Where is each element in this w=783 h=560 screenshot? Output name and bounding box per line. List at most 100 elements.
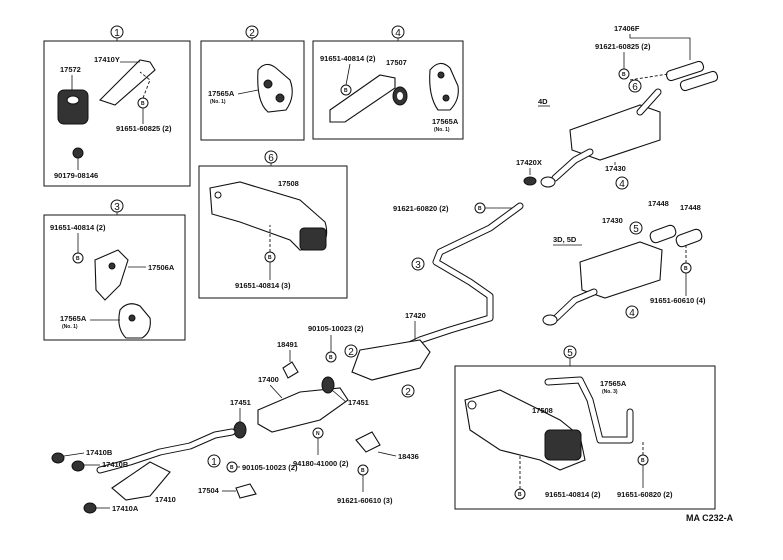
group-box-4: 4 91651-40814 (2) 17507 B 17565A (No. 1) <box>312 25 464 140</box>
callout-2-pipe-b: 2 <box>405 387 411 398</box>
label-17508-box5: 17508 <box>532 406 553 415</box>
label-17565A-box4: 17565A <box>432 117 459 126</box>
group-box-6: 6 17508 B 91651-40814 (3) <box>198 150 348 299</box>
muffler-assembly-3D5D: 17430 17448 17448 5 3D, 5D 4 B 91651-606… <box>542 199 706 326</box>
callout-4-3D5D: 4 <box>629 308 635 319</box>
callout-6-box: 6 <box>268 153 274 164</box>
callout-B-box3: B <box>76 256 80 262</box>
bracket-17507 <box>329 74 396 123</box>
nut-90179 <box>72 147 84 159</box>
label-91651-60610: 91651-60610 (4) <box>650 296 706 305</box>
label-17410A: 17410A <box>112 504 139 513</box>
rubber-hanger-17565A <box>257 63 293 113</box>
label-no1-box4: (No. 1) <box>434 127 450 133</box>
label-17430-3D5D: 17430 <box>602 216 623 225</box>
rubber-hanger-box3 <box>118 303 151 339</box>
callout-4-box: 4 <box>395 28 401 39</box>
label-17410: 17410 <box>155 495 176 504</box>
label-model-3D5D: 3D, 5D <box>553 235 577 244</box>
label-17420: 17420 <box>405 311 426 320</box>
label-17410B-b: 17410B <box>102 460 129 469</box>
callout-B-resonator: B <box>329 355 333 361</box>
callout-1: 1 <box>114 28 120 39</box>
callout-5-box: 5 <box>567 348 573 359</box>
muffler-17430-4D <box>569 104 661 161</box>
gasket-17451-right <box>321 376 335 394</box>
callout-B-box5b: B <box>641 458 645 464</box>
group-box-1: 1 17410Y 17572 B 91651-60825 (2) 90179-0… <box>43 25 191 187</box>
diagram-ref-code: MA C232-A <box>686 513 734 523</box>
resonator-17420 <box>351 339 431 381</box>
heat-insulator-17504 <box>235 483 257 499</box>
callout-B-box1: B <box>141 101 145 107</box>
center-pipe-17420: 17420X 91621-60820 (2) B 3 17420 90105-1… <box>308 158 542 398</box>
heat-shield-18491 <box>282 361 299 379</box>
label-17572: 17572 <box>60 65 81 74</box>
group-box-5: 5 17508 17565A (No. 3) B 91651-40814 (2)… <box>454 345 716 510</box>
label-17507: 17507 <box>386 58 407 67</box>
label-91621-60825: 91621-60825 (2) <box>595 42 651 51</box>
label-91651-40814-box5: 91651-40814 (2) <box>545 490 601 499</box>
front-pipe-flex <box>111 461 171 501</box>
label-18491: 18491 <box>277 340 298 349</box>
label-17565A-box2: 17565A <box>208 89 235 98</box>
label-91651-40814-box4: 91651-40814 (2) <box>320 54 376 63</box>
callout-B-box6: B <box>268 255 272 261</box>
label-91621-60610: 91621-60610 (3) <box>337 496 393 505</box>
label-91651-60820-box5: 91651-60820 (2) <box>617 490 673 499</box>
label-17410B-a: 17410B <box>86 448 113 457</box>
label-17406F: 17406F <box>614 24 640 33</box>
label-94180-41000: 94180-41000 (2) <box>293 459 349 468</box>
label-no1-box2: (No. 1) <box>210 99 226 105</box>
label-17430-4D: 17430 <box>605 164 626 173</box>
front-pipe-17410: 1 B 90105-10023 (2) 17410 17410B 17410B … <box>51 428 298 514</box>
callout-6-4D: 6 <box>632 82 638 93</box>
label-17565A-no3: 17565A <box>600 379 627 388</box>
gasket-17420X <box>523 176 537 186</box>
callout-B-pipe: B <box>478 206 482 212</box>
label-17565A-box3: 17565A <box>60 314 87 323</box>
tail-tip-17448-b <box>675 228 703 248</box>
callout-B-18436: B <box>361 468 365 474</box>
bracket-18436-group: 18436 B 91621-60610 (3) <box>337 431 419 505</box>
label-17448-a: 17448 <box>648 199 669 208</box>
label-17448-b: 17448 <box>680 203 701 212</box>
callout-1-pipe: 1 <box>211 457 217 468</box>
rubber-hanger-box4 <box>429 62 459 111</box>
muffler-assembly-4D: 17406F 91621-60825 (2) B 6 4D 17430 4 <box>538 24 719 190</box>
bracket-17506A <box>94 249 129 301</box>
label-17504: 17504 <box>198 486 220 495</box>
label-90105-10023-upper: 90105-10023 (2) <box>308 324 364 333</box>
label-90105-10023-lower: 90105-10023 (2) <box>242 463 298 472</box>
label-18436: 18436 <box>398 452 419 461</box>
label-17410Y: 17410Y <box>94 55 120 64</box>
muffler-17430-3D5D <box>579 241 663 299</box>
callout-B-front: B <box>230 465 234 471</box>
tail-tip-17448-a <box>649 224 677 244</box>
callout-3-box: 3 <box>114 202 120 213</box>
converter-body <box>257 387 349 433</box>
group-box-3: 3 91651-40814 (2) B 17506A 17565A (No. 1… <box>43 199 186 341</box>
catalytic-converter-17400: 18491 17400 17451 17451 N 94180-41000 (2… <box>230 340 369 468</box>
callout-B-4D: B <box>622 72 626 78</box>
group-box-2: 2 17565A (No. 1) <box>200 25 305 141</box>
label-model-4D: 4D <box>538 97 548 106</box>
label-17508-box6: 17508 <box>278 179 299 188</box>
label-no3: (No. 3) <box>602 389 618 395</box>
gasket-17410B-b <box>71 460 85 472</box>
gasket-17451-left <box>233 421 247 439</box>
callout-B-box4: B <box>344 88 348 94</box>
callout-5-3D5D: 5 <box>633 224 639 235</box>
label-17400: 17400 <box>258 375 279 384</box>
rubber-mount-17572 <box>57 89 89 125</box>
callout-2-pipe: 2 <box>348 347 354 358</box>
flange-4D <box>540 176 556 188</box>
label-17451-left: 17451 <box>230 398 251 407</box>
label-91651-40814-3-box6: 91651-40814 (3) <box>235 281 291 290</box>
callout-3-pipe: 3 <box>415 260 421 271</box>
label-17506A: 17506A <box>148 263 175 272</box>
label-17451-right: 17451 <box>348 398 369 407</box>
callout-B-3D5D: B <box>684 266 688 272</box>
callout-4-4D: 4 <box>619 179 625 190</box>
